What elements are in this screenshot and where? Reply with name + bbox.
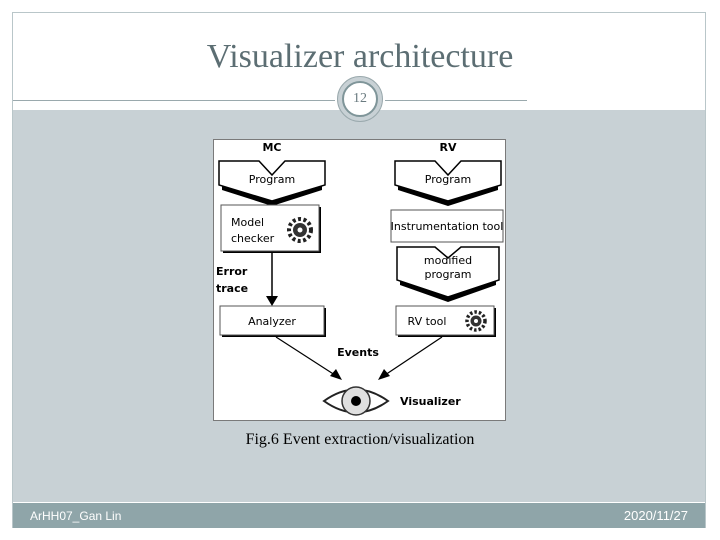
mc-label: MC (262, 141, 281, 154)
page-number-badge: 12 (337, 76, 383, 122)
events-label: Events (337, 346, 379, 359)
error-trace-label-1: Error (216, 265, 248, 278)
figure-caption: Fig.6 Event extraction/visualization (245, 431, 475, 448)
error-trace-arrowhead (266, 296, 278, 306)
rvtool-arrowhead (378, 369, 390, 380)
rv-label: RV (440, 141, 457, 154)
model-checker-label-2: checker (231, 232, 275, 245)
title-divider-left (13, 100, 335, 101)
title-divider-right (385, 100, 527, 101)
program-left-shadow (222, 186, 322, 206)
model-checker-label-1: Model (231, 216, 264, 229)
error-trace-label-2: trace (216, 282, 248, 295)
analyzer-to-visualizer-arrow (275, 336, 339, 378)
slide-title: Visualizer architecture (206, 38, 514, 75)
visualizer-label: Visualizer (400, 395, 461, 408)
rv-tool-label: RV tool (408, 315, 447, 328)
modified-program-label-2: program (425, 268, 472, 281)
rvtool-to-visualizer-arrow (381, 336, 443, 378)
page-number: 12 (342, 81, 378, 117)
slide-footer: ArHH07_Gan Lin 2020/11/27 (13, 503, 705, 528)
architecture-figure: MC RV Program Program Model checker Inst… (213, 139, 506, 421)
program-right-label: Program (425, 173, 471, 186)
gear-icon (287, 217, 313, 243)
footer-date: 2020/11/27 (623, 508, 688, 523)
program-right-chevron (394, 160, 502, 202)
analyzer-arrowhead (330, 369, 342, 380)
eye-icon (322, 386, 390, 416)
instrumentation-tool-label: Instrumentation tool (391, 220, 504, 233)
gear-icon (465, 310, 487, 332)
modified-program-chevron (396, 246, 500, 298)
program-left-label: Program (249, 173, 295, 186)
architecture-diagram: MC RV Program Program Model checker Inst… (216, 141, 504, 416)
analyzer-label: Analyzer (248, 315, 296, 328)
program-right-shadow (398, 186, 498, 206)
program-left-chevron (218, 160, 326, 202)
modified-program-label-1: modified (424, 254, 472, 267)
analyzer-box (219, 305, 325, 336)
instrumentation-tool-box (390, 209, 504, 243)
modified-program-shadow (400, 281, 496, 302)
footer-author: ArHH07_Gan Lin (30, 509, 122, 523)
